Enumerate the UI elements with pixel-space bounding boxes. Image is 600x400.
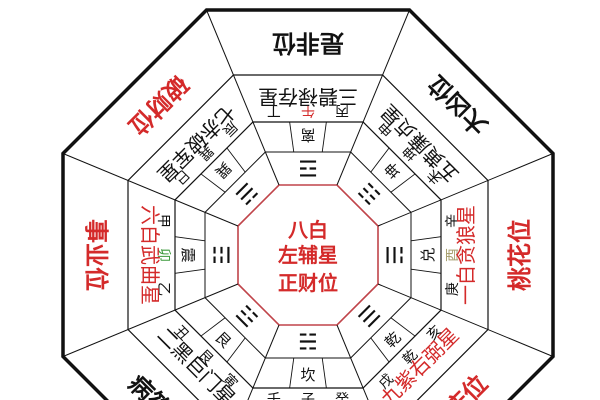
gua-name: 坎 <box>300 366 315 384</box>
mountain-label: 酉 <box>445 248 461 262</box>
mountain-label: 午 <box>301 102 315 118</box>
mountain-label: 甲 <box>155 214 171 228</box>
star-label: 一白贪狼星 <box>454 205 478 305</box>
position-label: 大凶位 <box>423 70 494 141</box>
gua-name: 艮 <box>211 328 234 351</box>
position-label: 破财位 <box>123 70 194 141</box>
mountain-label: 壬 <box>267 392 281 400</box>
center-line2: 左辅星 <box>278 243 338 267</box>
gua-name: 离 <box>300 126 315 144</box>
gua-name: 兑 <box>419 247 437 262</box>
trigram-icon: ☳ <box>211 245 236 265</box>
sector-NE: ☶艮丑艮寅二黑巨门星病符位 <box>123 299 264 400</box>
star-label: 三碧禄存星 <box>258 85 358 109</box>
gua-name: 坤 <box>381 158 404 181</box>
mountain-label: 丙 <box>335 102 349 118</box>
octagon-lines <box>61 8 555 400</box>
sector-SW: ☷坤未坤申五黄廉贞星大凶位 <box>352 70 493 211</box>
position-label: 是非位 <box>272 29 344 57</box>
mountain-label: 癸 <box>335 392 349 400</box>
position-label: 桃花位 <box>506 219 534 291</box>
gua-name: 震 <box>179 247 197 262</box>
position-label: 事业位 <box>82 219 110 291</box>
center-line3: 正财位 <box>278 271 338 295</box>
gua-name: 乾 <box>381 328 404 351</box>
mountain-label: 卯 <box>155 248 171 262</box>
mountain-label: 乙 <box>155 282 171 296</box>
mountain-label: 庚 <box>445 282 461 296</box>
trigram-icon: ☲ <box>298 158 318 183</box>
trigram-icon: ☱ <box>381 245 406 265</box>
mountain-label: 丁 <box>267 102 281 118</box>
gua-name: 巽 <box>211 158 234 181</box>
trigram-icon: ☵ <box>298 328 318 353</box>
star-label: 六白武曲星 <box>138 205 162 305</box>
mountain-label: 辛 <box>445 214 461 228</box>
sector-N: ☵坎壬子癸四绿文曲星文昌位 <box>267 328 349 400</box>
sector-NW: ☰乾戌乾亥九紫右弼星喜庆位 <box>352 299 493 400</box>
mountain-label: 子 <box>301 392 315 400</box>
center-line1: 八白 <box>288 218 328 242</box>
